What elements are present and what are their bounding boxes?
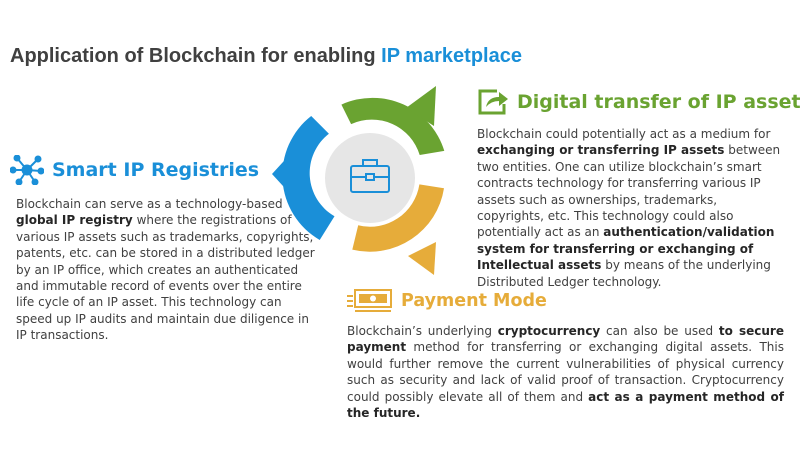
title-highlight: IP marketplace <box>381 45 522 67</box>
smart-ip-bold-1: global IP registry <box>16 213 133 228</box>
payment-mode-heading: Payment Mode <box>347 289 547 313</box>
title-prefix: Application of Blockchain for enabling <box>10 45 382 67</box>
page-title: Application of Blockchain for enabling I… <box>10 45 522 68</box>
digital-transfer-description: Blockchain could potentially act as a me… <box>477 126 782 290</box>
digital-transfer-bold-1: exchanging or transferring IP assets <box>477 143 725 158</box>
payment-text-3: method for transferring or exchanging di… <box>347 340 784 404</box>
network-hub-icon <box>10 155 44 185</box>
digital-transfer-bold-2: authentication/validation system for tra… <box>477 225 775 273</box>
smart-ip-title: Smart IP Registries <box>52 159 260 181</box>
digital-transfer-title: Digital transfer of IP assets <box>517 91 800 113</box>
smart-ip-text-2: where the registrations of various IP as… <box>16 213 315 343</box>
green-arc <box>341 97 445 155</box>
gold-arc <box>352 184 444 252</box>
blue-arc <box>282 116 335 240</box>
cycle-diagram <box>272 86 445 275</box>
gold-arrowhead <box>408 242 436 275</box>
money-stack-icon <box>347 289 392 312</box>
digital-transfer-text-3: by means of the underlying Distributed L… <box>477 258 771 289</box>
blue-arrowhead <box>272 150 294 198</box>
payment-bold-3: act as a payment method of the future. <box>347 389 784 421</box>
payment-mode-title: Payment Mode <box>401 291 547 311</box>
green-arrowhead <box>406 86 436 126</box>
payment-bold-2: to secure payment <box>347 324 784 355</box>
briefcase-icon <box>350 159 390 193</box>
payment-bold-1: cryptocurrency <box>497 324 601 338</box>
share-arrow-icon <box>478 89 508 115</box>
digital-transfer-text-2: between two entities. One can utilize bl… <box>477 143 781 240</box>
payment-text-1: Blockchain’s underlying <box>347 324 498 338</box>
payment-mode-description: Blockchain’s underlying cryptocurrency c… <box>347 323 784 421</box>
smart-ip-text-1: Blockchain can serve as a technology-bas… <box>16 197 283 211</box>
digital-transfer-text-1: Blockchain could potentially act as a me… <box>477 127 771 141</box>
smart-ip-description: Blockchain can serve as a technology-bas… <box>16 196 316 344</box>
payment-text-2: can also be used <box>600 324 719 338</box>
digital-transfer-heading: Digital transfer of IP assets <box>477 88 800 116</box>
smart-ip-heading: Smart IP Registries <box>10 155 259 185</box>
